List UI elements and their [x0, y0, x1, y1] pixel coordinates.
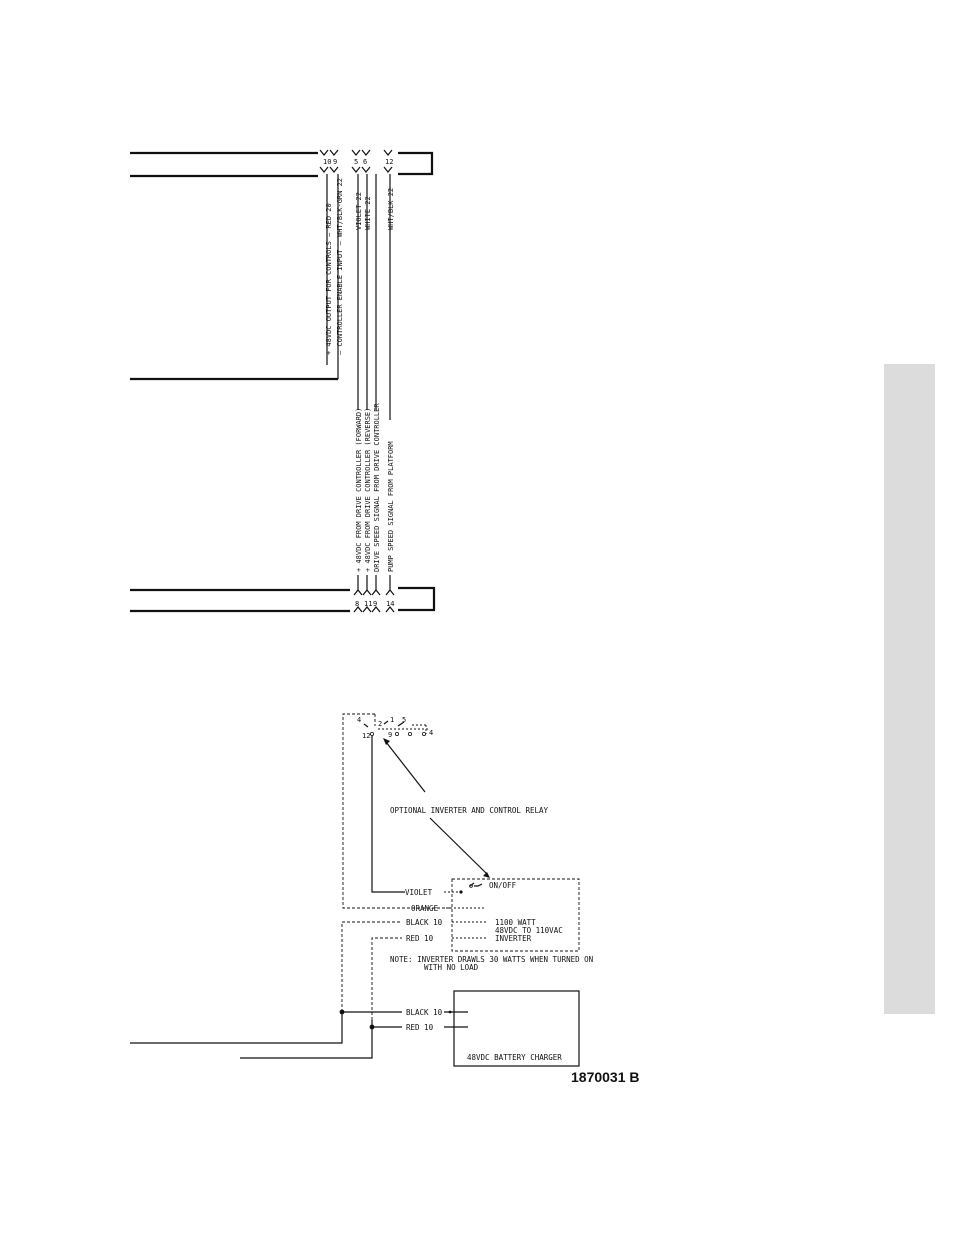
wire-label: WHITE 22 — [364, 196, 372, 230]
wire-label: WHT/BLK 22 — [387, 188, 395, 230]
pin-label: 9 — [373, 600, 377, 608]
relay-pin: 2 — [378, 720, 382, 728]
relay-label: OPTIONAL INVERTER AND CONTROL RELAY — [390, 806, 549, 815]
pin-label: 6 — [363, 158, 367, 166]
pin-label: 9 — [333, 158, 337, 166]
pin-label: 5 — [354, 158, 358, 166]
charger-section: 48VDC BATTERY CHARGER BLACK 10 RED 10 — [130, 990, 580, 1067]
upper-harness-wires — [130, 151, 436, 613]
relay-pin: 9 — [388, 731, 392, 739]
relay-pin: 1 — [390, 716, 394, 724]
drawing-number: 1870031 B — [571, 1069, 640, 1085]
inverter-spec: 1100 WATT — [495, 918, 536, 927]
pin-label: 10 — [323, 158, 331, 166]
pin-label: 8 — [355, 600, 359, 608]
charger-wire-label: RED 10 — [406, 1023, 434, 1032]
relay-pin: 4 — [357, 716, 361, 724]
top-connector-symbols: 10 9 5 6 12 — [319, 149, 393, 173]
inverter-wire-label: BLACK 10 — [406, 918, 443, 927]
wire-label: — CONTROLLER ENABLE INPUT — WHT/BLK-GRN … — [336, 178, 344, 355]
relay-pin: 5 — [402, 716, 406, 724]
pin-label: 12 — [385, 158, 393, 166]
relay-section: 4 2 1 5 12 9 4 OPTIONAL INVERTER AND CON… — [341, 713, 593, 1020]
wire-label: + 48VDC FROM DRIVE CONTROLLER (REVERSE) — [364, 408, 372, 572]
wire-label: PUMP SPEED SIGNAL FROM PLATFORM — [387, 441, 395, 572]
charger-wire-label: BLACK 10 — [406, 1008, 443, 1017]
wire-label: + 48VDC FROM DRIVE CONTROLLER (FORWARD) — [355, 408, 363, 572]
rotated-wire-labels: + 48VDC OUTPUT FOR CONTROLS — RED 20 — C… — [325, 178, 395, 572]
wire-label: DRIVE SPEED SIGNAL FROM DRIVE CONTROLLER — [373, 403, 381, 572]
inverter-note: NOTE: INVERTER DRAWLS 30 WATTS WHEN TURN… — [390, 955, 593, 964]
inverter-spec: 48VDC TO 110VAC — [495, 926, 563, 935]
inverter-wire-label: RED 10 — [406, 934, 434, 943]
inverter-wire-label: VIOLET — [405, 888, 433, 897]
inverter-spec: INVERTER — [495, 934, 532, 943]
on-off-switch-label: ON/OFF — [489, 881, 517, 890]
pin-label: 11 — [364, 600, 372, 608]
relay-pin: 4 — [429, 729, 433, 737]
bottom-connector-symbols: 8 11 9 14 — [353, 589, 395, 613]
wire-label: VIOLET 22 — [355, 192, 363, 230]
wire-label: + 48VDC OUTPUT FOR CONTROLS — RED 20 — [325, 203, 333, 355]
inverter-wire-label: ORANGE — [411, 904, 439, 913]
relay-pin: 12 — [362, 732, 370, 740]
pin-label: 14 — [386, 600, 394, 608]
inverter-note: WITH NO LOAD — [424, 963, 479, 972]
charger-label: 48VDC BATTERY CHARGER — [467, 1053, 562, 1062]
section-tab — [884, 364, 935, 1014]
